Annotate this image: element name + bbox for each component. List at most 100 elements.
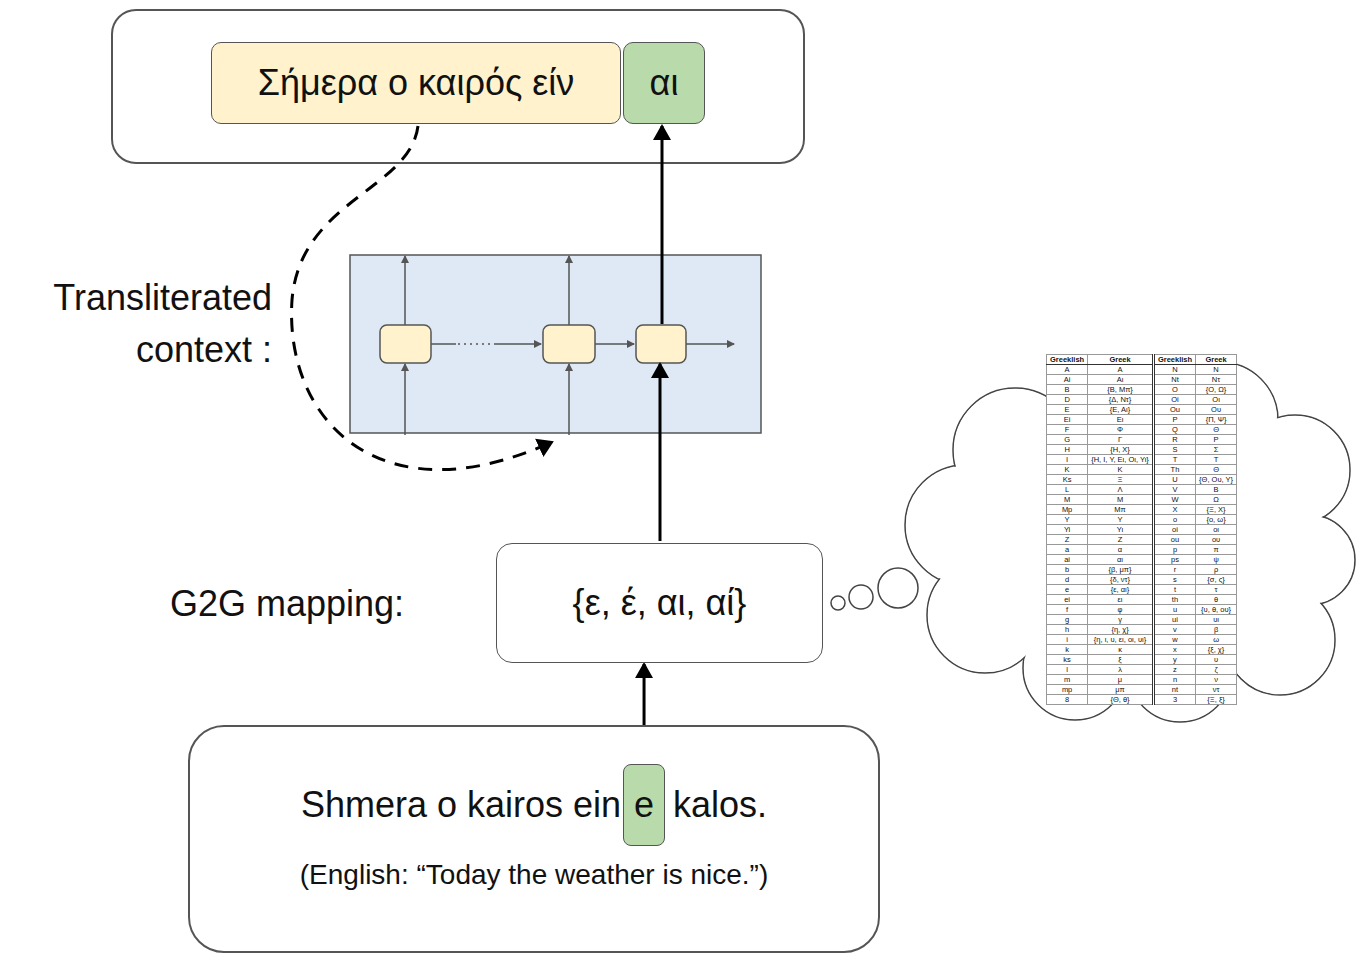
table-cell: μπ <box>1088 685 1154 695</box>
table-cell: n <box>1153 675 1195 685</box>
table-cell: R <box>1153 435 1195 445</box>
table-cell: B <box>1047 385 1088 395</box>
table-cell: {υ, θ, ου} <box>1196 605 1237 615</box>
table-cell: ou <box>1153 535 1195 545</box>
table-cell: ου <box>1196 535 1237 545</box>
table-cell: I <box>1047 455 1088 465</box>
table-cell: {σ, ς} <box>1196 575 1237 585</box>
table-cell: a <box>1047 545 1088 555</box>
table-cell: {η, ι, υ, ει, οι, υι} <box>1088 635 1154 645</box>
table-cell: Τ <box>1196 455 1237 465</box>
rnn-output <box>568 256 570 325</box>
table-cell: Φ <box>1088 425 1154 435</box>
context-loop <box>292 126 552 470</box>
table-cell: t <box>1153 585 1195 595</box>
table-cell: Ω <box>1196 495 1237 505</box>
input-box: Shmera o kairos einekalos. (English: “Tod… <box>188 725 880 953</box>
table-cell: Ai <box>1047 375 1088 385</box>
prediction-box: αι <box>623 42 705 124</box>
table-cell: α <box>1088 545 1154 555</box>
table-cell: Υι <box>1088 525 1154 535</box>
current-char-box: e <box>623 764 665 846</box>
table-cell: ρ <box>1196 565 1237 575</box>
table-cell: w <box>1153 635 1195 645</box>
table-cell: ψ <box>1196 555 1237 565</box>
table-cell: Mp <box>1047 505 1088 515</box>
table-cell: T <box>1153 455 1195 465</box>
table-cell: ζ <box>1196 665 1237 675</box>
table-cell: {η, χ} <box>1088 625 1154 635</box>
rnn-recurrence <box>686 343 734 345</box>
table-cell: Λ <box>1088 485 1154 495</box>
table-cell: H <box>1047 445 1088 455</box>
table-cell: Greeklish <box>1047 355 1088 365</box>
table-cell: Ρ <box>1196 435 1237 445</box>
table-cell: k <box>1047 645 1088 655</box>
table-cell: {Θ, θ} <box>1088 695 1154 705</box>
table-cell: {Β, Μπ} <box>1088 385 1154 395</box>
table-cell: {Ο, Ω} <box>1196 385 1237 395</box>
table-cell: {Π, Ψ} <box>1196 415 1237 425</box>
table-cell: {Η, Ι, Υ, Ει, Οι, Υι} <box>1088 455 1154 465</box>
table-cell: P <box>1153 415 1195 425</box>
table-cell: A <box>1047 365 1088 375</box>
node-text: {ε, έ, αι, αί} <box>573 582 747 624</box>
table-cell: Z <box>1047 535 1088 545</box>
table-cell: Yi <box>1047 525 1088 535</box>
table-cell: Ου <box>1196 405 1237 415</box>
table-cell: Ντ <box>1196 375 1237 385</box>
table-cell: {ο, ω} <box>1196 515 1237 525</box>
table-cell: αι <box>1088 555 1154 565</box>
table-cell: τ <box>1196 585 1237 595</box>
rnn-recurrence <box>494 343 541 345</box>
table-cell: Y <box>1047 515 1088 525</box>
table-cell: Α <box>1088 365 1154 375</box>
table-cell: O <box>1153 385 1195 395</box>
table-cell: Greek <box>1196 355 1237 365</box>
thought-bubble <box>849 585 873 609</box>
table-cell: W <box>1153 495 1195 505</box>
table-cell: ei <box>1047 595 1088 605</box>
table-cell: {Ξ, Χ} <box>1196 505 1237 515</box>
table-cell: ps <box>1153 555 1195 565</box>
table-cell: Μπ <box>1088 505 1154 515</box>
table-cell: Ει <box>1088 415 1154 425</box>
table-cell: h <box>1047 625 1088 635</box>
table-cell: E <box>1047 405 1088 415</box>
table-cell: G <box>1047 435 1088 445</box>
flow-arrow <box>661 126 664 324</box>
table-cell: v <box>1153 625 1195 635</box>
table-cell: b <box>1047 565 1088 575</box>
sentence-text: kalos. <box>673 784 767 826</box>
thought-bubble <box>878 568 918 608</box>
table-cell: Ei <box>1047 415 1088 425</box>
table-cell: ξ <box>1088 655 1154 665</box>
table-cell: M <box>1047 495 1088 505</box>
table-cell: Ν <box>1196 365 1237 375</box>
rnn-recurrence <box>431 343 456 345</box>
table-cell: S <box>1153 445 1195 455</box>
table-cell: β <box>1196 625 1237 635</box>
table-cell: {β, μπ} <box>1088 565 1154 575</box>
sentence-row: Shmera o kairos einekalos. <box>301 763 767 847</box>
table-cell: th <box>1153 595 1195 605</box>
table-cell: nt <box>1153 685 1195 695</box>
translation-text: (English: “Today the weather is nice.”) <box>300 859 768 891</box>
rnn-cell <box>636 325 686 363</box>
table-cell: D <box>1047 395 1088 405</box>
table-cell: Oi <box>1153 395 1195 405</box>
table-cell: Γ <box>1088 435 1154 445</box>
table-cell: Ou <box>1153 405 1195 415</box>
table-cell: X <box>1153 505 1195 515</box>
flow-arrow <box>659 364 662 541</box>
rnn-input <box>568 364 570 435</box>
table-cell: K <box>1047 465 1088 475</box>
rnn-wires <box>405 256 734 435</box>
node-text: αι <box>650 62 679 104</box>
thought-bubble <box>831 596 845 610</box>
rnn-recurrence <box>595 343 634 345</box>
table-cell: Q <box>1153 425 1195 435</box>
table-cell: u <box>1153 605 1195 615</box>
table-cell: Υ <box>1088 515 1154 525</box>
rnn-cell <box>543 325 595 363</box>
